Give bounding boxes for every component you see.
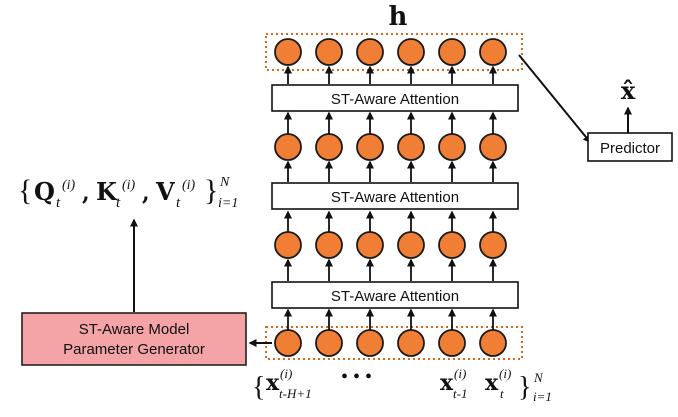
- param-k-symbol: K: [96, 177, 118, 206]
- predictor-label: Predictor: [600, 140, 660, 157]
- param-k-sup: (i): [122, 178, 136, 193]
- top-row-dotted-border: [265, 33, 523, 71]
- node-r1-c0: [274, 133, 302, 161]
- node-r3-c5: [479, 329, 507, 357]
- input-x-prev: x: [440, 370, 454, 396]
- arrow-to-predictor: [518, 54, 591, 144]
- node-r3-c0: [274, 329, 302, 357]
- input-sup-prev: (i): [454, 366, 466, 381]
- attention-block-middle: ST-Aware Attention: [271, 182, 519, 210]
- node-r2-c3: [397, 231, 425, 259]
- node-r1-c4: [438, 133, 466, 161]
- node-r1-c3: [397, 133, 425, 161]
- param-q-sup: (i): [62, 178, 76, 193]
- attention-box-bottom: [271, 281, 519, 309]
- param-range-sub: i=1: [218, 196, 238, 211]
- input-range-sup: N: [533, 370, 544, 385]
- input-sub-first: t-H+1: [279, 386, 312, 401]
- node-r2-c5: [479, 231, 507, 259]
- param-comma-1: ,: [82, 180, 90, 206]
- param-v-symbol: V: [155, 177, 175, 206]
- node-r0-c5: [479, 38, 507, 66]
- generator-label-line-2: Parameter Generator: [63, 341, 205, 358]
- input-set-formula: { x (i) t-H+1 • • • x (i) t-1 x (i) t } …: [252, 366, 552, 404]
- node-r2-c0: [274, 231, 302, 259]
- attention-box-middle: [271, 182, 519, 210]
- attention-label-bottom: ST-Aware Attention: [331, 288, 459, 305]
- param-q-sub: t: [56, 195, 61, 211]
- param-v-sub: t: [176, 195, 181, 211]
- node-r3-c4: [438, 329, 466, 357]
- output-label: x̂: [621, 76, 636, 105]
- node-r2-c4: [438, 231, 466, 259]
- input-open-brace: {: [252, 372, 265, 403]
- param-k-sub: t: [116, 195, 121, 211]
- input-range-sub: i=1: [533, 389, 552, 404]
- parameter-generator-box: [21, 312, 247, 366]
- attention-label-middle: ST-Aware Attention: [331, 189, 459, 206]
- hidden-state-label: h: [389, 2, 408, 32]
- node-r3-c1: [315, 329, 343, 357]
- node-r0-c0: [274, 38, 302, 66]
- parameter-set-formula: { Q t (i) , K t (i) , V t (i) } N i=1: [18, 174, 238, 211]
- predictor-box: [587, 132, 673, 162]
- input-x-last: x: [485, 370, 499, 396]
- param-open-brace: {: [18, 174, 32, 207]
- attention-label-top: ST-Aware Attention: [331, 91, 459, 108]
- param-q-symbol: Q: [34, 177, 55, 206]
- input-x-first: x: [266, 370, 280, 396]
- attention-block-top: ST-Aware Attention: [271, 84, 519, 112]
- node-r1-c5: [479, 133, 507, 161]
- input-ellipsis: • • •: [341, 366, 372, 388]
- node-r0-c2: [356, 38, 384, 66]
- param-range-sup: N: [219, 175, 230, 190]
- node-r3-c3: [397, 329, 425, 357]
- input-sup-last: (i): [499, 366, 511, 381]
- node-r3-c2: [356, 329, 384, 357]
- node-r0-c3: [397, 38, 425, 66]
- attention-block-bottom: ST-Aware Attention: [271, 281, 519, 309]
- input-close-brace: }: [518, 372, 531, 403]
- generator-label-line-1: ST-Aware Model: [79, 321, 190, 338]
- node-r0-c4: [438, 38, 466, 66]
- node-r1-c2: [356, 133, 384, 161]
- param-close-brace: }: [204, 174, 218, 207]
- node-grid: [274, 38, 507, 357]
- node-r1-c1: [315, 133, 343, 161]
- node-r2-c1: [315, 231, 343, 259]
- input-sub-prev: t-1: [453, 386, 467, 401]
- attention-box-top: [271, 84, 519, 112]
- row-arrows: [284, 65, 497, 330]
- node-r0-c1: [315, 38, 343, 66]
- param-comma-2: ,: [142, 180, 150, 206]
- input-sub-last: t: [500, 386, 504, 401]
- input-sup-first: (i): [280, 366, 292, 381]
- node-r2-c2: [356, 231, 384, 259]
- param-v-sup: (i): [182, 178, 196, 193]
